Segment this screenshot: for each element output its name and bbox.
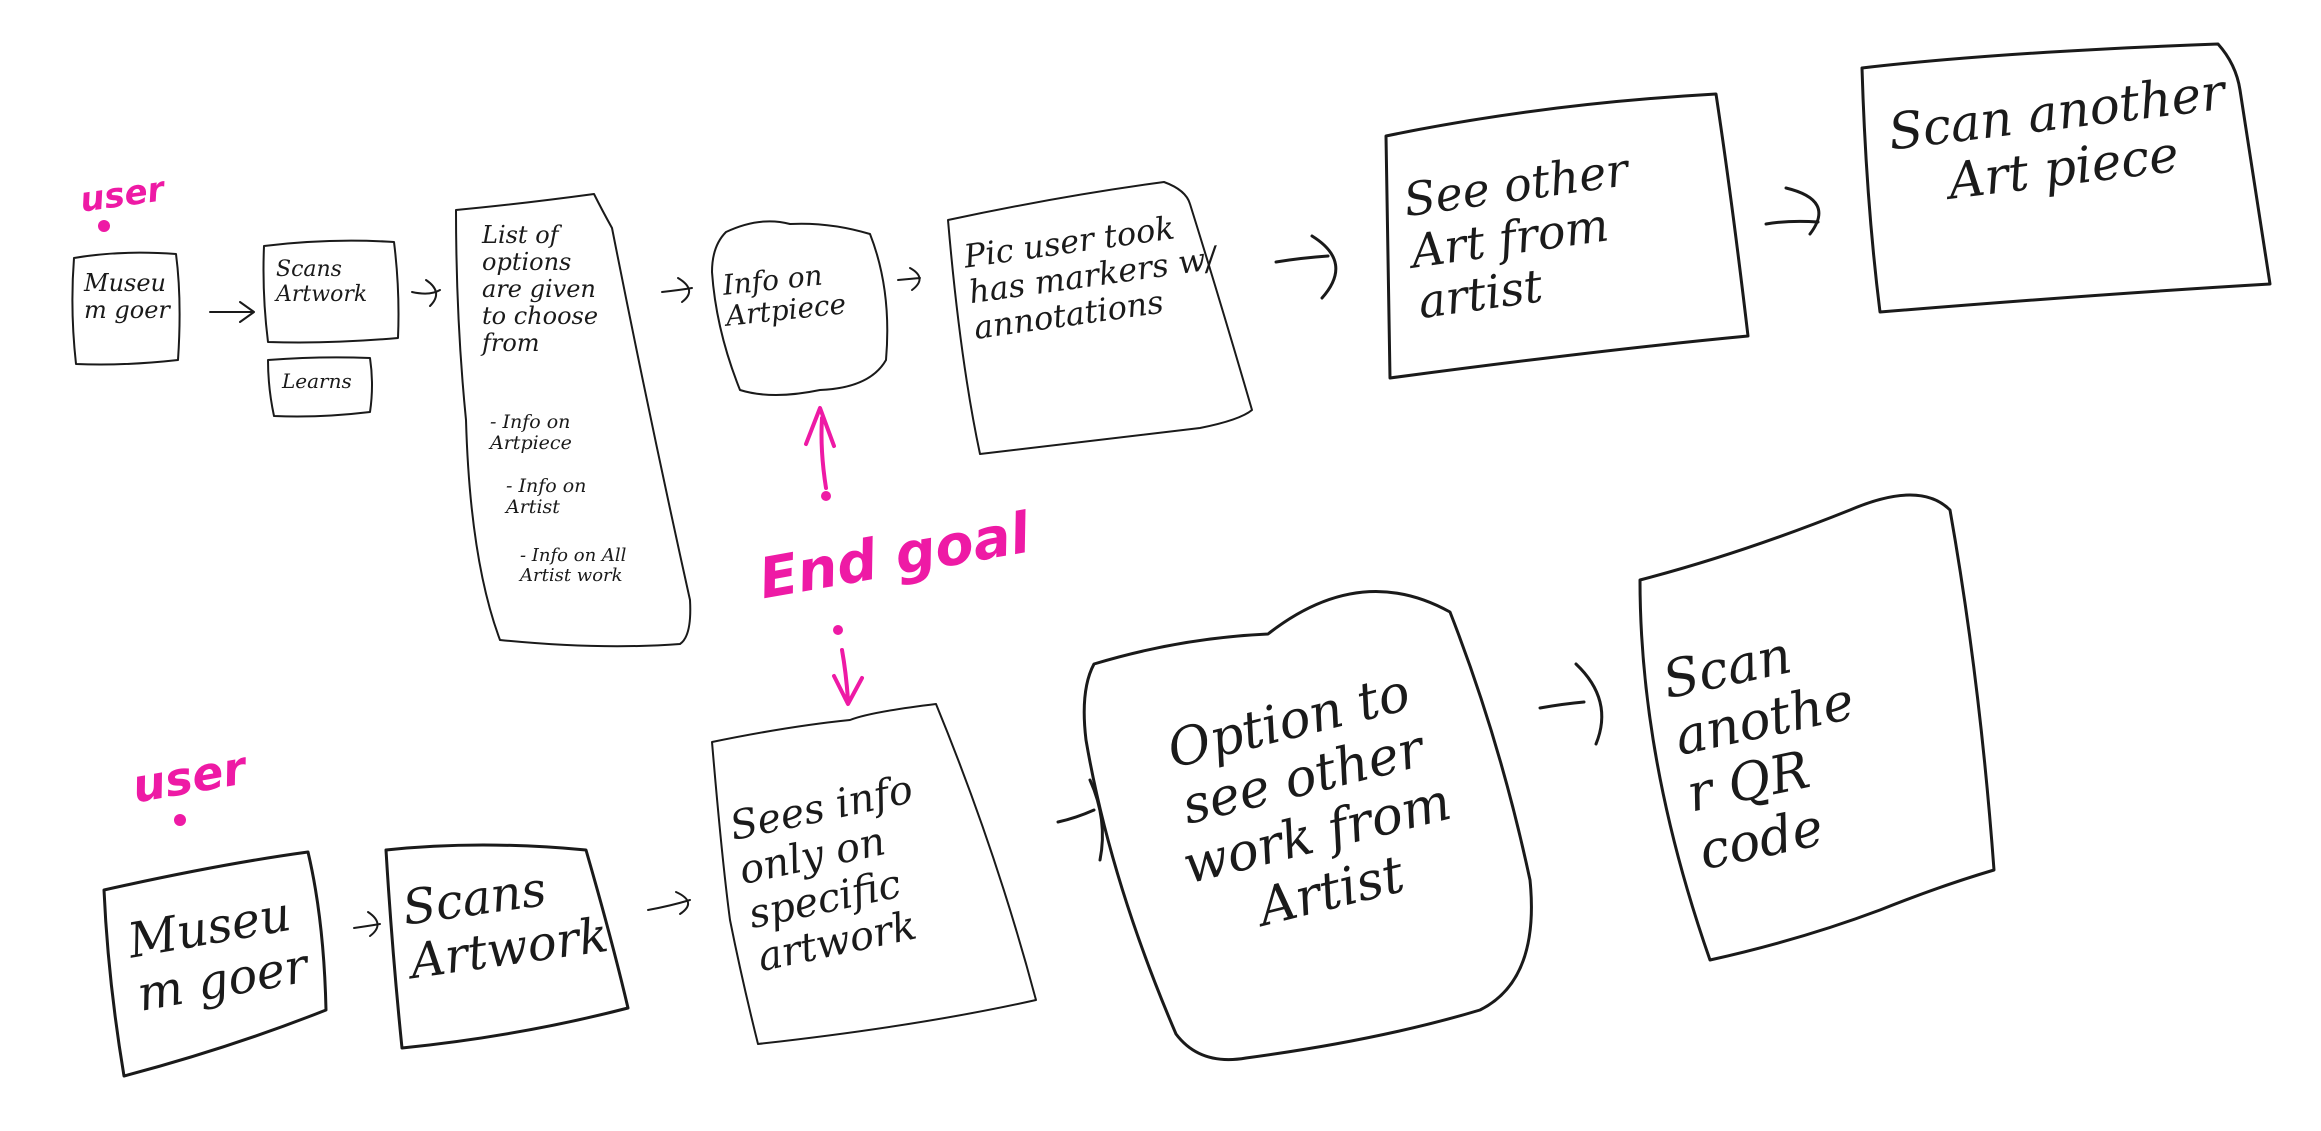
- learns-label: Learns: [282, 369, 352, 393]
- museum-goer-top-label: Museum goer: [84, 269, 170, 324]
- scans-artwork-top-label: Scans Artwork: [276, 257, 368, 307]
- box-learns-top: [267, 356, 373, 418]
- user-dot-bottom: [174, 814, 186, 826]
- box-sees-info: [711, 703, 1037, 1045]
- end-goal-dot-down: [833, 625, 843, 635]
- option-item-artpiece: - Info on Artpiece: [490, 411, 572, 455]
- arrow-bottom-4: [1538, 662, 1604, 746]
- box-option-see-other: [1082, 590, 1533, 1062]
- end-goal-arrow-down: [832, 648, 864, 706]
- option-item-artist: - Info on Artist: [506, 475, 587, 519]
- box-pic-markers: [947, 181, 1253, 455]
- end-goal-dot-up: [821, 491, 831, 501]
- box-scan-qr: [1638, 493, 1996, 962]
- end-goal-arrow-up: [804, 406, 836, 490]
- arrow-bottom-3: [1056, 778, 1104, 862]
- arrow-top-2: [411, 279, 441, 307]
- box-see-other-art: [1384, 92, 1750, 380]
- arrow-top-3: [661, 277, 693, 303]
- options-list-heading: List of options are given to choose from: [482, 221, 599, 357]
- user-dot-top: [98, 220, 110, 232]
- box-scan-another-art: [1860, 42, 2272, 314]
- arrow-bottom-1: [353, 911, 381, 937]
- arrow-top-4: [897, 267, 921, 291]
- arrow-top-1: [209, 301, 255, 323]
- option-item-all-work: - Info on All Artist work: [520, 545, 627, 587]
- box-museum-goer-top: [71, 251, 181, 366]
- box-options-list: [455, 193, 692, 648]
- box-scans-artwork-top: [262, 239, 400, 344]
- box-info-artpiece-top: [711, 220, 889, 396]
- arrow-top-5: [1274, 234, 1338, 300]
- box-scans-artwork-bottom: [384, 843, 630, 1050]
- box-museum-goer-bottom: [102, 850, 328, 1078]
- arrow-top-6: [1764, 186, 1821, 236]
- arrow-bottom-2: [647, 891, 691, 915]
